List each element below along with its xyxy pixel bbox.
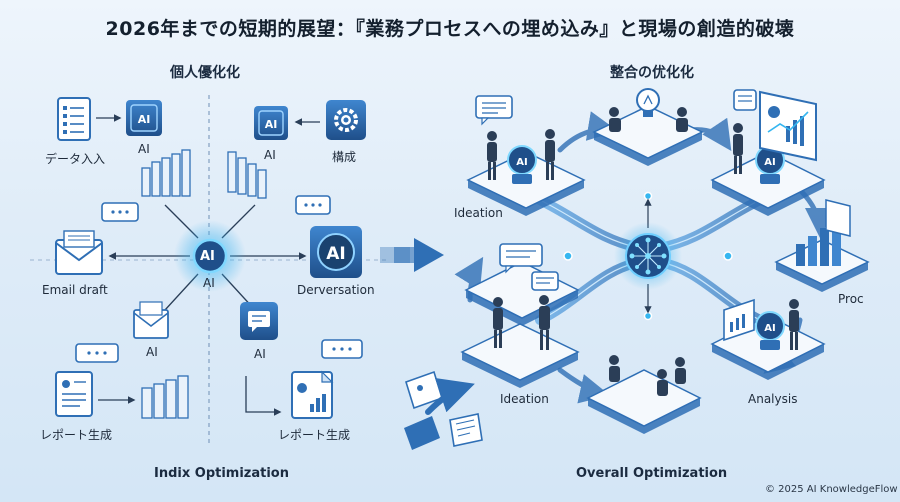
hub-ai-icon: [192, 238, 228, 274]
right-section-heading: 整合の优化化: [610, 65, 694, 81]
label-report-right: レポート生成: [278, 428, 351, 442]
chat-bubble-icon: [733, 89, 757, 111]
right-panel: AI AI AI: [404, 88, 870, 450]
hub-ai-label: AI: [200, 249, 215, 264]
platform-top: [592, 105, 704, 166]
arrow-elbow: [245, 376, 282, 416]
ai-chip-icon: AI: [126, 100, 162, 136]
platform-left: [464, 261, 580, 326]
dashboard-screen-icon: [759, 90, 817, 162]
page-title: 2026年までの短期的展望：『業務プロセスへの埋め込み』と現場の創造的破壊: [105, 18, 795, 40]
svg-text:AI: AI: [326, 244, 345, 264]
platform-bottom-left: [460, 323, 580, 388]
server-stack-icon: [141, 375, 189, 419]
right-footer-caption: Overall Optimization: [576, 466, 728, 481]
ai-chip-icon: AI: [254, 106, 288, 140]
label-analysis: Analysis: [748, 392, 798, 406]
email-icon: [55, 230, 103, 275]
label-report-left: レポート生成: [40, 428, 113, 442]
bar-chart-icon: [796, 199, 851, 266]
chat-bubble-icon: [75, 343, 119, 363]
label-conversation: Derversation: [297, 283, 375, 297]
chat-bubble-icon: [475, 95, 513, 126]
document-icon: [57, 97, 91, 141]
label-ideation-bottom: Ideation: [500, 392, 549, 406]
hub-spokes: [108, 204, 307, 311]
svg-text:AI: AI: [764, 157, 775, 168]
server-stack-icon: [141, 149, 191, 197]
svg-text:AI: AI: [265, 118, 278, 131]
label-ai-config: AI: [264, 148, 276, 162]
label-config: 構成: [332, 150, 357, 164]
label-data-entry: データ入入: [45, 152, 106, 166]
svg-text:AI: AI: [138, 113, 151, 126]
label-hub-caption: AI: [203, 276, 215, 290]
chat-bubble-icon: [321, 339, 363, 359]
people-icons: [487, 107, 799, 396]
chat-bubble-icon: [499, 243, 543, 274]
analysis-screen-icon: [723, 298, 755, 342]
label-email-draft: Email draft: [42, 283, 108, 297]
copyright-text: © 2025 AI KnowledgeFlow: [765, 484, 898, 495]
svg-text:AI: AI: [764, 323, 775, 334]
label-proc: Proc: [838, 292, 864, 306]
platform-bottom: [586, 369, 702, 434]
scattered-documents-icon: [404, 370, 483, 450]
mail-icon: [133, 301, 169, 339]
transition-arrow: [380, 238, 444, 272]
ai-orb-icon: AI: [755, 311, 785, 350]
report-icon: [55, 371, 93, 417]
label-ai-mail: AI: [146, 345, 158, 359]
connector-nodes: [563, 191, 733, 321]
report-chart-icon: [291, 370, 334, 419]
svg-text:AI: AI: [516, 157, 527, 168]
label-ideation-top: Ideation: [454, 206, 503, 220]
network-hub-icon: [625, 233, 671, 279]
label-ai-top: AI: [138, 142, 150, 156]
ai-orb-icon: AI: [755, 145, 785, 184]
ai-assistant-icon: AI: [310, 226, 362, 278]
chat-bubble-icon: [295, 195, 331, 215]
left-section-heading: 個人優化化: [170, 65, 240, 81]
lightbulb-icon: [636, 88, 660, 117]
ai-orb-icon: AI: [507, 145, 537, 184]
chat-bubble-icon: [531, 271, 559, 291]
label-ai-chat: AI: [254, 347, 266, 361]
server-stack-icon: [227, 151, 267, 199]
left-footer-caption: Indix Optimization: [154, 466, 289, 481]
chat-window-icon: [240, 302, 278, 340]
left-panel: AI: [30, 95, 390, 445]
gear-icon: [326, 100, 366, 140]
chat-bubble-icon: [101, 202, 139, 222]
